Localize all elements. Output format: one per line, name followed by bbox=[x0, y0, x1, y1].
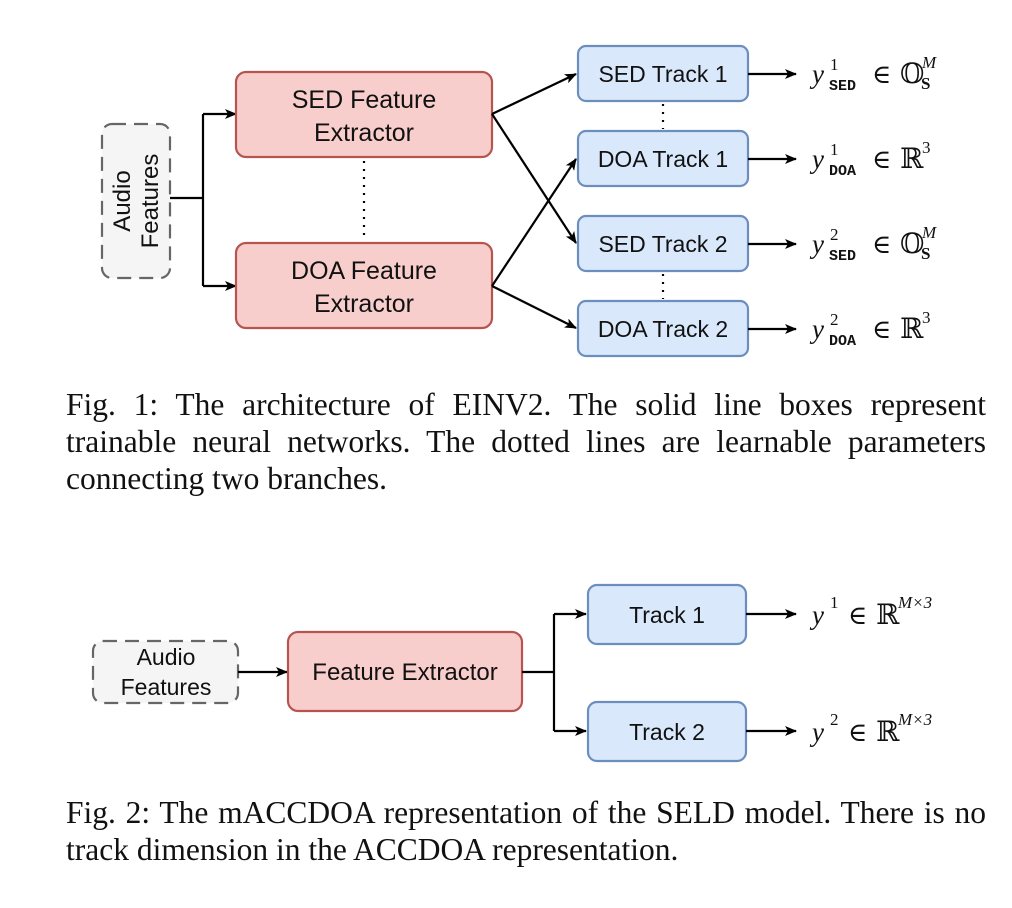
fig1-output-label-2: y 1 DOA ∈ ℝ 3 bbox=[809, 138, 931, 180]
figure-2-caption: Fig. 2: The mACCDOA representation of th… bbox=[66, 795, 986, 867]
svg-text:∈: ∈ bbox=[872, 315, 891, 344]
svg-text:𝕆: 𝕆 bbox=[900, 229, 924, 260]
svg-text:ℝ: ℝ bbox=[900, 144, 924, 175]
svg-text:y: y bbox=[809, 59, 824, 89]
fig1-audio-features-line2: Features bbox=[137, 154, 164, 249]
svg-text:SED: SED bbox=[829, 78, 856, 95]
svg-text:∈: ∈ bbox=[848, 601, 867, 630]
svg-text:SED: SED bbox=[829, 248, 856, 265]
svg-text:1: 1 bbox=[830, 593, 839, 612]
fig1-track-label-1: SED Track 1 bbox=[598, 61, 727, 87]
fig1-output-label-1: y 1 SED ∈ 𝕆 S M bbox=[809, 53, 937, 95]
fig1-doa-extractor-line1: DOA Feature bbox=[291, 257, 437, 285]
fig2-track-label-2: Track 2 bbox=[629, 719, 705, 745]
fig1-output-label-3: y 2 SED ∈ 𝕆 S M bbox=[809, 223, 937, 265]
svg-text:S: S bbox=[921, 244, 930, 263]
svg-text:M×3: M×3 bbox=[897, 710, 932, 729]
fig2-audio-features-line1: Audio bbox=[137, 644, 196, 670]
svg-text:y: y bbox=[809, 144, 824, 174]
fig1-track-label-2: DOA Track 1 bbox=[598, 146, 728, 172]
svg-text:M: M bbox=[921, 223, 937, 242]
svg-text:ℝ: ℝ bbox=[876, 717, 900, 748]
svg-text:2: 2 bbox=[830, 710, 839, 729]
fig2-extractor-label: Feature Extractor bbox=[312, 659, 497, 686]
fig2-track-label-1: Track 1 bbox=[629, 602, 705, 628]
fig1-sed-extractor-line1: SED Feature bbox=[292, 86, 437, 114]
svg-text:DOA: DOA bbox=[829, 333, 856, 350]
fig1-input-connector bbox=[170, 114, 205, 286]
svg-text:y: y bbox=[809, 314, 824, 344]
svg-text:2: 2 bbox=[830, 225, 839, 244]
svg-text:ℝ: ℝ bbox=[876, 600, 900, 631]
fig1-arrow-doa-to-track2 bbox=[491, 158, 577, 287]
svg-text:1: 1 bbox=[830, 140, 839, 159]
fig1-audio-features-line1: Audio bbox=[109, 170, 136, 231]
figure-1-diagram: Audio Features SED Feature Extractor DOA… bbox=[100, 44, 937, 358]
svg-text:M×3: M×3 bbox=[897, 593, 932, 612]
svg-text:ℝ: ℝ bbox=[900, 314, 924, 345]
fig1-arrow-sed-to-track1 bbox=[491, 73, 577, 115]
svg-text:∈: ∈ bbox=[872, 60, 891, 89]
svg-text:y: y bbox=[809, 717, 824, 747]
fig2-audio-features-line2: Features bbox=[121, 674, 212, 700]
fig1-arrow-sed-to-track3 bbox=[491, 113, 577, 244]
svg-text:∈: ∈ bbox=[872, 230, 891, 259]
svg-text:2: 2 bbox=[830, 310, 839, 329]
fig1-audio-features-box bbox=[100, 122, 172, 280]
svg-text:∈: ∈ bbox=[872, 145, 891, 174]
fig1-output-label-4: y 2 DOA ∈ ℝ 3 bbox=[809, 308, 931, 350]
svg-text:y: y bbox=[809, 600, 824, 630]
svg-text:DOA: DOA bbox=[829, 163, 856, 180]
svg-text:3: 3 bbox=[922, 138, 931, 157]
svg-text:S: S bbox=[921, 74, 930, 93]
fig1-sed-extractor-line2: Extractor bbox=[314, 119, 414, 147]
svg-text:M: M bbox=[921, 53, 937, 72]
figure-1-caption: Fig. 1: The architecture of EINV2. The s… bbox=[66, 387, 986, 496]
fig2-output-label-2: y 2 ∈ ℝ M×3 bbox=[809, 710, 932, 748]
figure-2-diagram: Audio Features Feature Extractor Track 1… bbox=[91, 583, 932, 763]
fig1-track-label-3: SED Track 2 bbox=[598, 231, 727, 257]
svg-text:1: 1 bbox=[830, 55, 839, 74]
svg-text:∈: ∈ bbox=[848, 718, 867, 747]
fig1-track-label-4: DOA Track 2 bbox=[598, 316, 728, 342]
fig2-output-label-1: y 1 ∈ ℝ M×3 bbox=[809, 593, 932, 631]
svg-text:y: y bbox=[809, 229, 824, 259]
fig1-doa-extractor-line2: Extractor bbox=[314, 290, 414, 318]
fig2-extractor-connector bbox=[522, 614, 556, 731]
fig1-arrow-doa-to-track4 bbox=[491, 285, 577, 329]
svg-text:3: 3 bbox=[922, 308, 931, 327]
svg-text:𝕆: 𝕆 bbox=[900, 59, 924, 90]
